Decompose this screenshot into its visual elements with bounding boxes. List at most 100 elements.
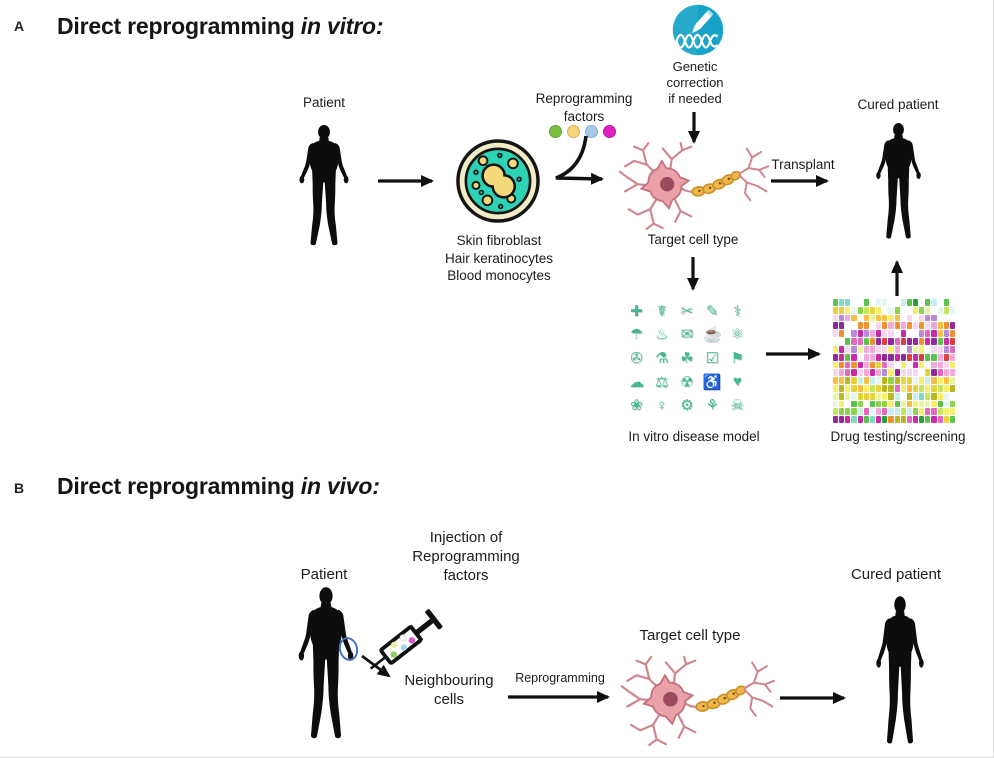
heatmap-cell <box>882 392 888 400</box>
heatmap-cell <box>900 416 906 423</box>
heatmap-cell <box>863 416 869 423</box>
heatmap-cell <box>845 392 851 400</box>
heatmap-cell <box>949 353 955 361</box>
neighbouring-line1: Neighbouring <box>404 672 494 689</box>
cured-patient-silhouette-b <box>874 595 926 753</box>
heatmap-cell <box>882 330 888 338</box>
heatmap-cell <box>931 408 937 416</box>
cured-patient-label-a: Cured patient <box>857 97 939 112</box>
transplant-label: Transplant <box>771 157 835 172</box>
heatmap-cell <box>839 353 845 361</box>
heatmap-cell <box>912 400 919 408</box>
heatmap-cell <box>894 416 900 423</box>
heatmap-cell <box>894 306 900 314</box>
heatmap-cell <box>906 361 912 369</box>
heatmap-cell <box>876 330 882 338</box>
heatmap-cell <box>937 416 943 423</box>
heatmap-cell <box>882 384 888 392</box>
heatmap-cell <box>912 384 919 392</box>
heatmap-cell <box>869 322 876 330</box>
heatmap-cell <box>931 345 937 353</box>
heatmap-cell <box>888 408 894 416</box>
heatmap-cell <box>949 330 955 338</box>
heatmap-cell <box>839 322 845 330</box>
target-cell-type-label-a: Target cell type <box>647 232 739 247</box>
heatmap-cell <box>931 330 937 338</box>
disease-model-icon: ✂ <box>680 302 694 320</box>
heatmap-cell <box>943 369 949 377</box>
heatmap-cell <box>943 377 949 384</box>
heatmap-cell <box>949 392 955 400</box>
heatmap-cell <box>906 400 912 408</box>
heatmap-cell <box>931 353 937 361</box>
heatmap-cell <box>869 353 876 361</box>
heatmap-cell <box>919 392 925 400</box>
source-cells-label: Skin fibroblast Hair keratinocytes Blood… <box>445 232 553 285</box>
heatmap-cell <box>906 306 912 314</box>
heatmap-cell <box>833 314 839 322</box>
disease-model-icon: ☑ <box>705 349 719 367</box>
heatmap-cell <box>839 306 845 314</box>
heatmap-cell <box>919 338 925 345</box>
neighbouring-line2: cells <box>433 691 465 708</box>
heatmap-cell <box>857 369 863 377</box>
heatmap-cell <box>894 322 900 330</box>
heatmap-cell <box>919 314 925 322</box>
heatmap-cell <box>882 306 888 314</box>
factor-dot <box>585 125 598 138</box>
heatmap-cell <box>925 345 931 353</box>
heatmap-cell <box>949 306 955 314</box>
heatmap-cell <box>937 322 943 330</box>
heatmap-cell <box>906 299 912 306</box>
heatmap-cell <box>876 353 882 361</box>
injection-label: Injection of Reprogramming factors <box>412 528 520 585</box>
heatmap-cell <box>851 384 857 392</box>
disease-model-icon: ☘ <box>680 349 694 367</box>
heatmap-cell <box>894 330 900 338</box>
heatmap-cell <box>925 322 931 330</box>
heatmap-cell <box>888 314 894 322</box>
disease-model-icon: ☕ <box>702 326 722 344</box>
heatmap-cell <box>851 392 857 400</box>
heatmap-cell <box>876 400 882 408</box>
heatmap-cell <box>857 338 863 345</box>
heatmap-cell <box>937 353 943 361</box>
heatmap-cell <box>906 353 912 361</box>
heatmap-cell <box>943 392 949 400</box>
heatmap-cell <box>851 353 857 361</box>
heatmap-cell <box>863 384 869 392</box>
heatmap-cell <box>876 416 882 423</box>
heatmap-cell <box>851 361 857 369</box>
disease-model-icon: ⚘ <box>705 397 719 415</box>
heatmap-cell <box>949 314 955 322</box>
disease-model-icon: ❀ <box>630 397 643 415</box>
heatmap-cell <box>943 416 949 423</box>
heatmap-cell <box>925 377 931 384</box>
gene-line3: if needed <box>668 91 722 106</box>
heatmap-cell <box>912 345 919 353</box>
heatmap-cell <box>863 353 869 361</box>
drug-screening-heatmap <box>833 299 955 423</box>
disease-model-icon: ✉ <box>680 326 694 344</box>
disease-model-icon: ☤ <box>656 302 667 320</box>
heatmap-cell <box>906 330 912 338</box>
heatmap-cell <box>845 377 851 384</box>
heatmap-cell <box>833 306 839 314</box>
heatmap-cell <box>925 416 931 423</box>
heatmap-cell <box>943 330 949 338</box>
neighbouring-cells-label: Neighbouring cells <box>404 671 493 709</box>
heatmap-cell <box>919 299 925 306</box>
heatmap-cell <box>882 416 888 423</box>
source-cells-line1: Skin fibroblast <box>456 233 542 248</box>
heatmap-cell <box>863 322 869 330</box>
heatmap-cell <box>931 299 937 306</box>
heatmap-cell <box>919 384 925 392</box>
heatmap-cell <box>912 330 919 338</box>
heatmap-cell <box>863 345 869 353</box>
heatmap-cell <box>943 408 949 416</box>
heatmap-cell <box>888 322 894 330</box>
heatmap-cell <box>845 369 851 377</box>
heatmap-cell <box>863 377 869 384</box>
heatmap-cell <box>925 338 931 345</box>
heatmap-cell <box>845 361 851 369</box>
